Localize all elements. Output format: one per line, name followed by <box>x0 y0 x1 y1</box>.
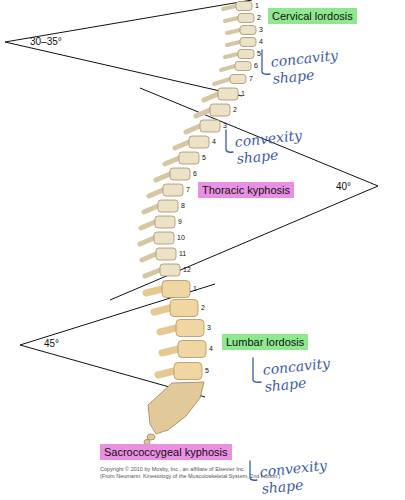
vertebra-body <box>200 120 220 132</box>
vertebra-number: 9 <box>178 217 182 226</box>
cervical-vertebrae <box>230 2 256 84</box>
vertebra-body <box>154 232 174 244</box>
angle-lines <box>5 0 378 397</box>
vertebra-body <box>230 75 246 84</box>
vertebra-body <box>210 104 230 116</box>
vertebra-body <box>162 281 190 298</box>
vertebra-body <box>240 26 256 35</box>
vertebra-number: 10 <box>177 233 185 242</box>
vertebra-body <box>170 168 190 180</box>
vertebra-body <box>238 14 254 23</box>
vertebra-number: 3 <box>259 25 263 34</box>
vertebra-body <box>158 200 178 212</box>
region-label: Thoracic kyphosis <box>202 184 290 196</box>
sacrum-coccyx <box>144 382 204 445</box>
vertebra-number: 1 <box>241 89 245 98</box>
vertebra-number: 4 <box>212 137 216 146</box>
vertebra-body <box>235 62 251 71</box>
region-label: Sacrococcygeal kyphosis <box>104 446 228 458</box>
vertebra-number: 12 <box>183 265 191 274</box>
vertebra-number: 2 <box>201 303 205 312</box>
vertebra-body <box>179 152 199 164</box>
vertebra-number: 2 <box>257 13 261 22</box>
vertebra-body <box>160 264 180 276</box>
vertebra-number: 6 <box>254 61 258 70</box>
angle-line <box>140 88 378 186</box>
vertebra-number: 5 <box>205 366 209 375</box>
region-label-box: Lumbar lordosis <box>222 334 308 350</box>
vertebra-number: 1 <box>193 284 197 293</box>
vertebra-body <box>170 300 198 317</box>
vertebra-body <box>238 50 254 59</box>
vertebra-body <box>174 363 202 380</box>
vertebra-body <box>163 184 183 196</box>
vertebra-number: 4 <box>209 344 213 353</box>
angle-value: 40° <box>336 181 351 193</box>
hand-bracket <box>253 358 261 382</box>
vertebra-number: 5 <box>257 49 261 58</box>
coccyx-bone <box>147 434 155 440</box>
vertebra-number: 2 <box>233 105 237 114</box>
vertebra-body <box>176 320 204 337</box>
region-label-box: Thoracic kyphosis <box>198 182 294 198</box>
vertebra-body <box>155 216 175 228</box>
region-label: Cervical lordosis <box>272 10 353 22</box>
vertebra-number: 11 <box>179 249 186 258</box>
angle-line <box>5 42 242 96</box>
vertebra-number: 7 <box>186 185 190 194</box>
vertebra-body <box>240 38 256 47</box>
copyright-note: Copyright © 2010 by Mosby, Inc., an affi… <box>100 466 245 473</box>
handwritten-note: convexity shape <box>234 125 319 167</box>
vertebra-number: 7 <box>249 74 253 83</box>
angle-line <box>110 186 378 300</box>
vertebra-number: 1 <box>255 1 259 10</box>
vertebra-number: 4 <box>259 37 263 46</box>
vertebra-body <box>236 2 252 11</box>
vertebra-body <box>189 136 209 148</box>
region-label: Lumbar lordosis <box>226 336 304 348</box>
copyright-note: (From Neumann: Kinesiology of the Muscul… <box>100 473 280 480</box>
region-label-box: Cervical lordosis <box>268 8 357 24</box>
cervical-processes <box>214 6 240 84</box>
vertebra-number: 3 <box>207 323 211 332</box>
handwritten-note: concavity shape <box>270 45 355 87</box>
vertebra-number: 3 <box>223 121 227 130</box>
region-label-box: Sacrococcygeal kyphosis <box>100 444 232 460</box>
angle-line <box>5 0 252 42</box>
vertebra-body <box>178 341 206 358</box>
handwritten-brackets <box>226 50 270 480</box>
hand-bracket <box>226 130 233 152</box>
handwritten-note: concavity shape <box>262 353 347 395</box>
sacrum-bone <box>148 382 204 434</box>
vertebra-number: 6 <box>193 169 197 178</box>
vertebra-body <box>218 88 238 100</box>
angle-value: 45° <box>44 338 59 350</box>
vertebra-number: 5 <box>202 153 206 162</box>
lumbar-vertebrae <box>162 281 206 380</box>
vertebra-number: 8 <box>181 201 185 210</box>
hand-bracket <box>262 50 270 74</box>
angle-value: 30–35° <box>30 36 62 48</box>
vertebra-body <box>156 248 176 260</box>
